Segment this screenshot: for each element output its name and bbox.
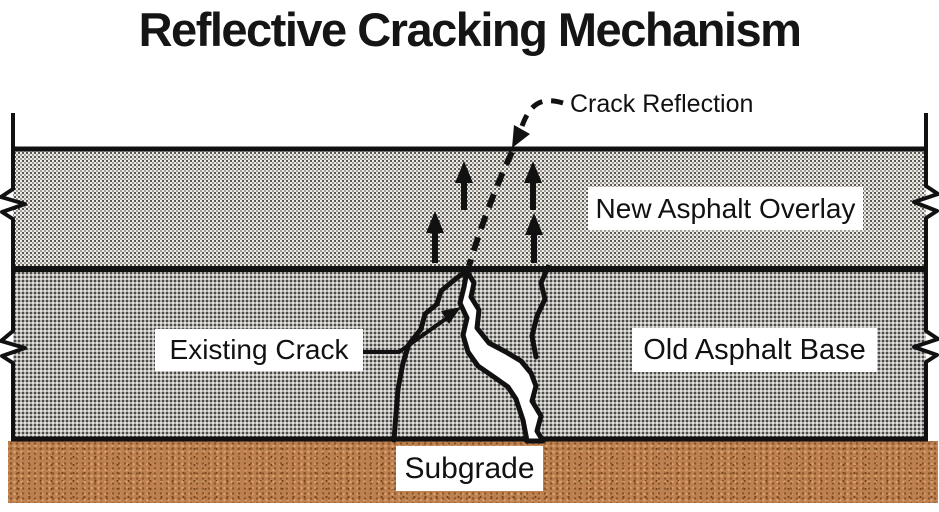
- crack-reflection-label: Crack Reflection: [570, 90, 754, 118]
- subgrade-label: Subgrade: [396, 446, 543, 491]
- existing-crack-arrow-icon: [363, 307, 461, 354]
- reflection-crack-dashed-line: [466, 150, 515, 267]
- crack-branch-right: [529, 264, 551, 360]
- crack-branch-left: [391, 268, 469, 443]
- existing-crack-shape: [457, 268, 546, 444]
- diagram-title: Reflective Cracking Mechanism: [138, 3, 802, 56]
- up-arrow-icon: [524, 161, 542, 210]
- old-asphalt-base-label: Old Asphalt Base: [632, 328, 877, 372]
- section-edge-left: [0, 113, 27, 440]
- existing-crack-label: Existing Crack: [155, 329, 363, 371]
- new-asphalt-overlay-label: New Asphalt Overlay: [588, 187, 863, 230]
- up-arrow-icon: [455, 161, 473, 210]
- crack-reflection-arrow-icon: [512, 98, 564, 148]
- up-arrow-icons: [426, 161, 543, 263]
- up-arrow-icon: [426, 211, 444, 263]
- section-edge-right: [912, 113, 939, 440]
- up-arrow-icon: [525, 213, 543, 263]
